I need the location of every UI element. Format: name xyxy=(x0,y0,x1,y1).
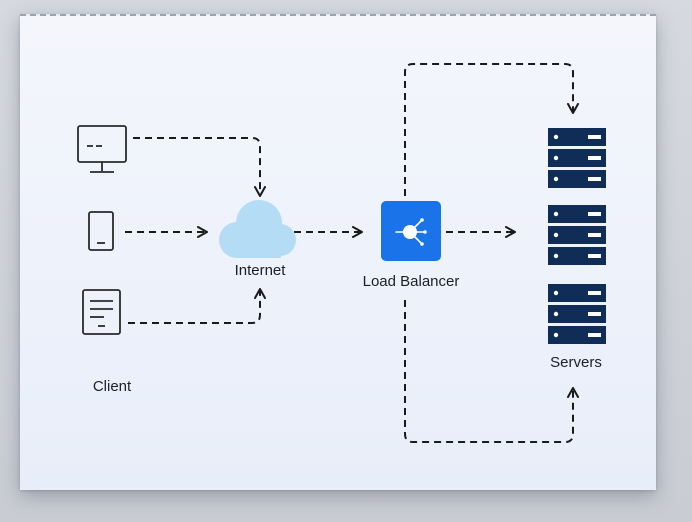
client-label: Client xyxy=(92,378,132,395)
cloud-icon xyxy=(219,200,296,258)
desktop-icon xyxy=(77,125,127,173)
load-balancer-icon xyxy=(381,201,441,261)
connector-balancer-bottom-server xyxy=(404,300,579,443)
connector-balancer-top-server xyxy=(404,63,579,196)
connectors xyxy=(125,63,579,443)
load-balancer-label: Load Balancer xyxy=(362,273,460,290)
connector-desktop-internet xyxy=(133,137,266,197)
internet-label: Internet xyxy=(234,262,286,279)
servers-label: Servers xyxy=(550,354,602,371)
server-rack-icon xyxy=(548,284,606,344)
server-rack-icon xyxy=(548,205,606,265)
document-icon xyxy=(82,289,121,335)
server-rack-icon xyxy=(548,128,606,188)
phone-icon xyxy=(88,211,114,251)
connector-document-internet xyxy=(128,288,266,324)
